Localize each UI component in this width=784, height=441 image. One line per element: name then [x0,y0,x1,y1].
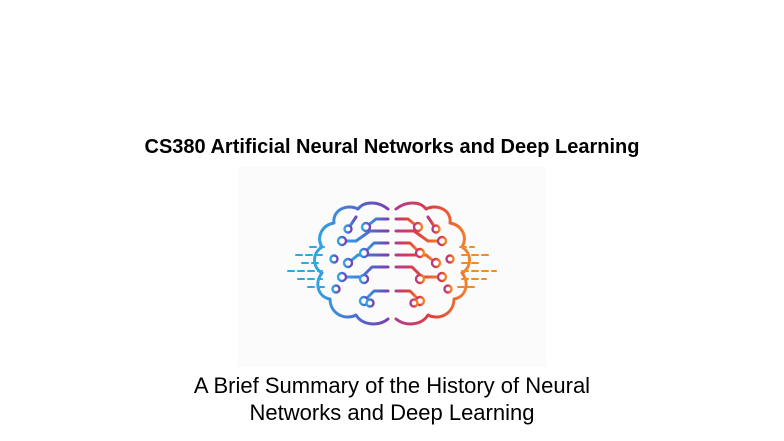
subtitle: A Brief Summary of the History of Neural… [0,372,784,426]
subtitle-line-2: Networks and Deep Learning [249,400,535,425]
logo-panel [238,167,546,367]
circuit-brain-icon [287,201,497,326]
subtitle-line-1: A Brief Summary of the History of Neural [193,373,591,398]
course-title: CS380 Artificial Neural Networks and Dee… [144,136,640,158]
